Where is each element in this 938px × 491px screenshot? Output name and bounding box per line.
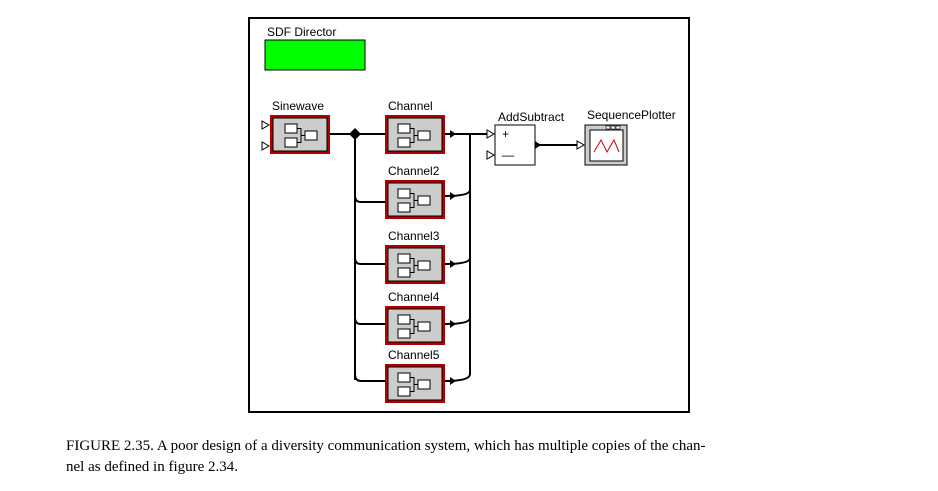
channel3-label: Channel3: [388, 229, 440, 243]
sinewave-input-port-1[interactable]: [261, 120, 271, 130]
minus-input-port[interactable]: [486, 150, 496, 160]
caption-line-2: nel as defined in figure 2.34.: [66, 459, 239, 475]
sinewave-label: Sinewave: [272, 99, 324, 113]
sinewave-input-port-2[interactable]: [261, 141, 271, 151]
sequence-plotter-actor[interactable]: [584, 124, 628, 166]
channel2-label: Channel2: [388, 164, 440, 178]
figure-caption: FIGURE 2.35. A poor design of a diversit…: [66, 436, 886, 478]
sinewave-actor[interactable]: [270, 115, 330, 154]
relation-node[interactable]: [349, 128, 361, 140]
caption-line-1: FIGURE 2.35. A poor design of a diversit…: [66, 438, 706, 454]
addsubtract-actor[interactable]: [494, 124, 536, 166]
channel3-actor[interactable]: [385, 245, 445, 284]
plotter-input-port[interactable]: [576, 140, 586, 150]
channel5-label: Channel5: [388, 348, 440, 362]
plot-wave-icon: [593, 138, 620, 154]
minus-sign: —: [502, 148, 514, 162]
channel5-actor[interactable]: [385, 364, 445, 403]
plus-sign: +: [502, 127, 509, 141]
channel4-actor[interactable]: [385, 306, 445, 345]
channel-label: Channel: [388, 99, 433, 113]
channel-actor[interactable]: [385, 115, 445, 154]
plus-input-port[interactable]: [486, 129, 496, 139]
sdf-director[interactable]: [264, 39, 366, 71]
plotter-label: SequencePlotter: [587, 108, 676, 122]
addsubtract-label: AddSubtract: [498, 110, 565, 124]
channel4-label: Channel4: [388, 290, 440, 304]
channel2-actor[interactable]: [385, 180, 445, 219]
director-label: SDF Director: [267, 25, 336, 39]
